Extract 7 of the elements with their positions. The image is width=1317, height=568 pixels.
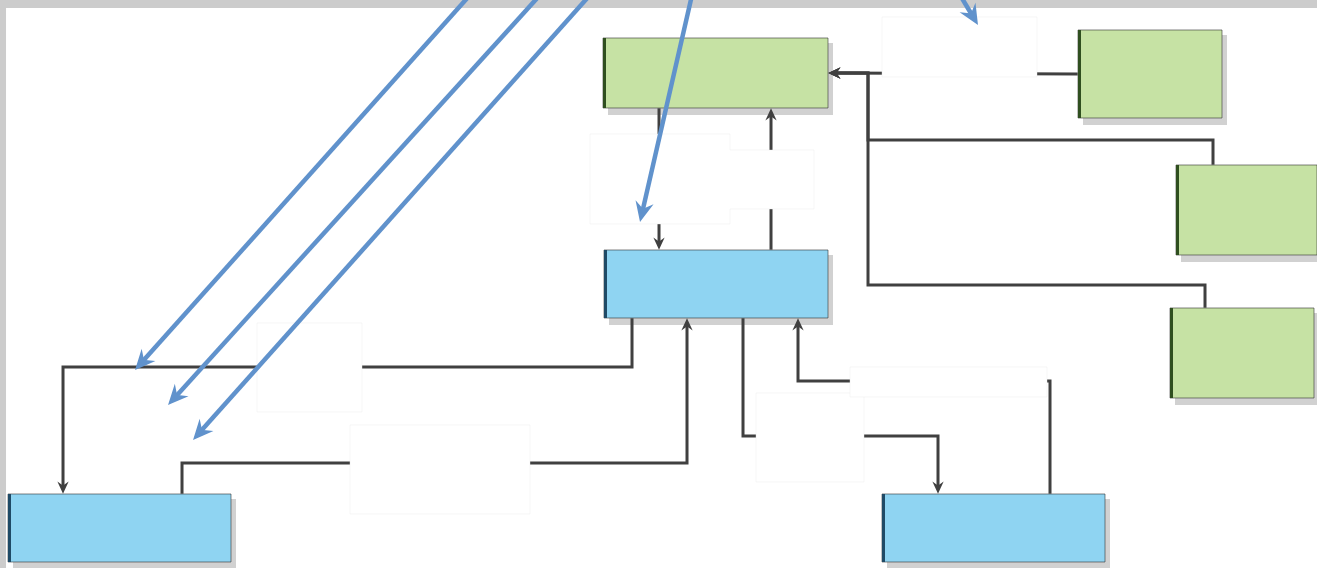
process-box [881,493,1110,568]
process-box [7,493,236,568]
process-box [603,249,833,325]
process-box [602,37,833,115]
process-box [1169,307,1317,405]
process-box [1175,164,1317,262]
process-box [1077,29,1227,125]
